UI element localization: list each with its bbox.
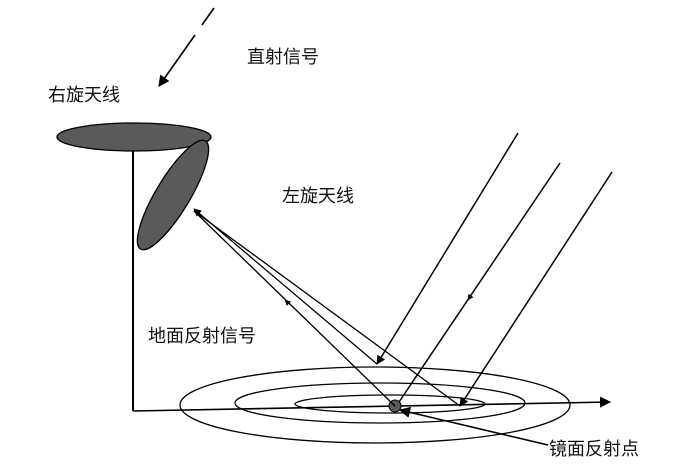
ground-reflected-signal-label: 地面反射信号 (148, 326, 256, 347)
ground-axis (132, 396, 612, 412)
incident-ray-2 (398, 162, 561, 403)
rhcp-antenna-disc (56, 122, 212, 152)
direct-signal-label: 直射信号 (247, 47, 319, 68)
specular-point-label: 镜面反射点 (549, 439, 639, 460)
reflected-ray-1 (193, 208, 378, 365)
fresnel-zone-inner (294, 394, 486, 414)
fresnel-zone-outer (179, 366, 571, 444)
lhcp-antenna-disc (136, 139, 210, 251)
reflected-ray-2 (193, 210, 396, 407)
specular-point-leader (398, 406, 549, 446)
direct-signal-ray (158, 34, 196, 87)
incident-ray-3 (459, 171, 613, 407)
lhcp-antenna-label: 左旋天线 (282, 186, 354, 207)
fresnel-zone-middle (234, 382, 526, 424)
incident-ray-1 (376, 132, 519, 365)
rhcp-antenna-label: 右旋天线 (48, 85, 120, 106)
direct-signal-dash (201, 7, 215, 26)
reflected-ray-3 (193, 210, 461, 407)
